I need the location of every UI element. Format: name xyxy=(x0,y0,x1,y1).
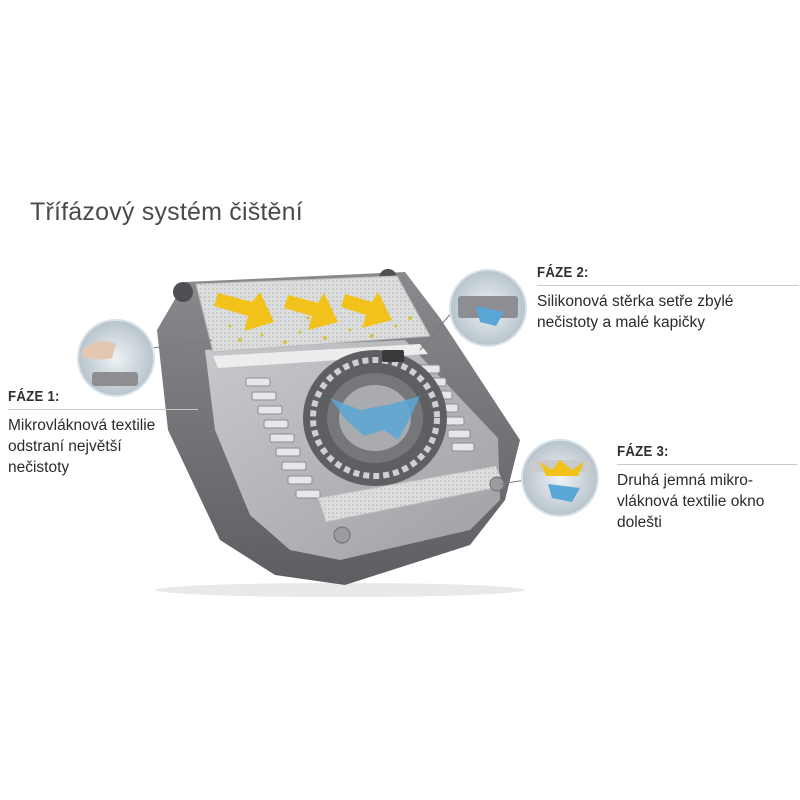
dirt-particles xyxy=(228,310,412,344)
phase-2-callout: FÁZE 2: Silikonová stěrka setře zbylé ne… xyxy=(537,264,799,333)
divider xyxy=(8,409,198,410)
divider xyxy=(617,464,797,465)
silicone-strip xyxy=(213,344,428,368)
page-title: Třífázový systém čištění xyxy=(30,198,303,226)
callout-phase-1 xyxy=(77,319,213,397)
arrow-icon xyxy=(214,292,392,331)
phase-2-title: FÁZE 2: xyxy=(537,264,589,281)
handle-knob xyxy=(173,282,193,302)
phase-3-description: Druhá jemná mikro- vláknová textilie okn… xyxy=(617,472,765,531)
water-splash-icon xyxy=(330,396,420,440)
phase-3-title: FÁZE 3: xyxy=(617,443,669,460)
divider xyxy=(537,285,799,286)
ground-shadow xyxy=(155,583,525,597)
callout-phase-2 xyxy=(419,269,527,351)
phase-1-callout: FÁZE 1: Mikrovláknová textilie odstraní … xyxy=(8,388,198,478)
phase-2-description: Silikonová stěrka setře zbylé nečistoty … xyxy=(537,293,734,331)
callout-phase-3 xyxy=(499,439,599,517)
phase-3-callout: FÁZE 3: Druhá jemná mikro- vláknová text… xyxy=(617,443,797,533)
phase-1-description: Mikrovláknová textilie odstraní největší… xyxy=(8,417,156,476)
left-vents xyxy=(245,377,321,499)
phase-1-title: FÁZE 1: xyxy=(8,388,60,405)
